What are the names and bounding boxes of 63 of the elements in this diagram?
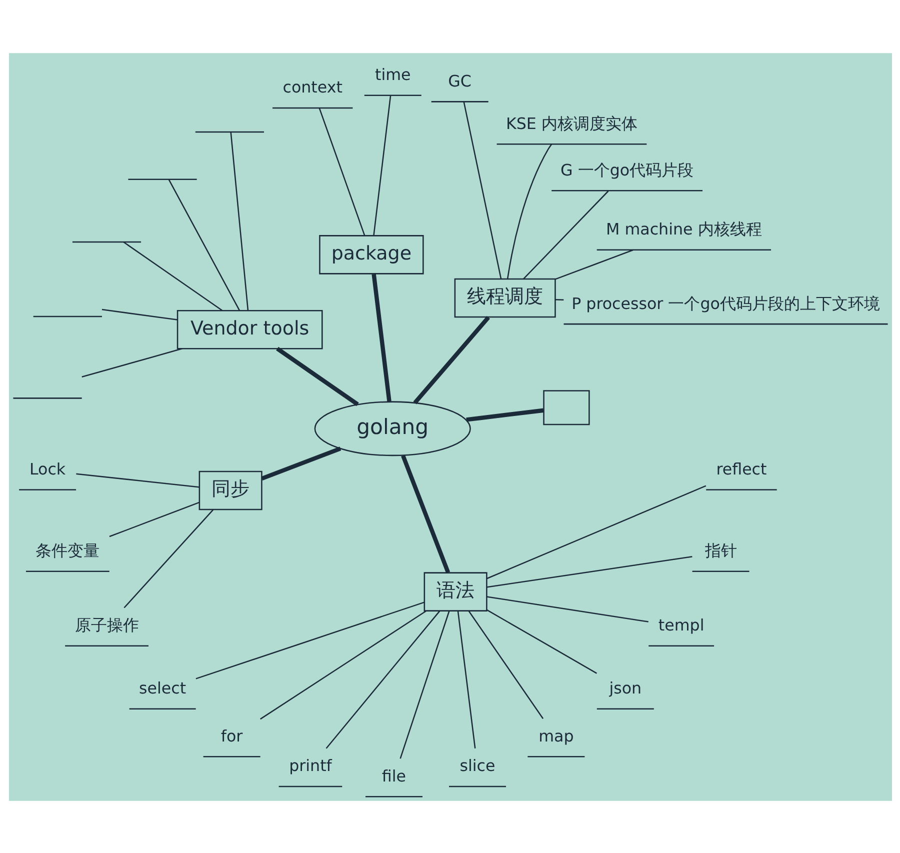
node-text: 指针 [704, 540, 736, 560]
connector [318, 108, 365, 236]
connector [522, 190, 608, 279]
node-line [72, 240, 141, 242]
connector [486, 556, 692, 588]
node-text: Lock [29, 458, 66, 478]
connector [101, 308, 177, 320]
connector [486, 484, 706, 579]
node-text: time [374, 64, 410, 84]
node-box: 同步 [198, 470, 262, 510]
connector [506, 143, 552, 279]
node-text: KSE 内核调度实体 [505, 113, 637, 132]
connector [486, 608, 597, 674]
connector [168, 178, 240, 310]
node-ellipse: golang [314, 400, 470, 456]
node-text: P processor 一个go代码片段的上下文环境 [571, 293, 880, 312]
node-line [128, 178, 196, 180]
connector [276, 346, 358, 406]
node-text: file [381, 766, 406, 785]
node-line [32, 315, 102, 317]
node-text: reflect [716, 458, 766, 478]
connector [123, 508, 214, 608]
connector [468, 610, 544, 718]
node-box: Vendor tools [176, 309, 322, 349]
node-text: 原子操作 [74, 615, 138, 634]
connector [554, 248, 633, 280]
connector [76, 472, 199, 488]
connector [412, 316, 490, 404]
connector [399, 610, 450, 758]
connector [371, 273, 391, 402]
node-text: G 一个go代码片段 [560, 160, 694, 179]
connector [400, 454, 450, 573]
node-text: 条件变量 [35, 540, 100, 560]
connector [122, 241, 222, 310]
node-text: M machine 内核线程 [606, 219, 762, 238]
node-text: json [608, 678, 642, 698]
node-box: 线程调度 [454, 278, 556, 318]
node-text: select [138, 678, 186, 698]
connector [554, 298, 564, 300]
node-box [542, 390, 590, 425]
node-text: GC [448, 70, 471, 90]
node-box: 语法 [423, 572, 487, 611]
connector [260, 610, 426, 720]
connector [486, 596, 648, 622]
node-text: for [220, 726, 242, 745]
node-line [194, 130, 264, 132]
node-text: map [538, 726, 574, 745]
connector [108, 501, 199, 537]
node-text: context [282, 77, 342, 96]
node-box: package [318, 234, 424, 274]
node-text: printf [288, 756, 332, 775]
node-text: slice [459, 756, 495, 775]
node-line [12, 397, 82, 398]
connector [325, 610, 440, 748]
connector [372, 95, 391, 236]
connector [456, 610, 476, 748]
connector [230, 132, 248, 310]
node-text: templ [658, 615, 704, 634]
connector [260, 446, 341, 480]
connector [462, 101, 502, 279]
connector [195, 601, 424, 679]
connector [81, 348, 182, 378]
connector [466, 408, 544, 422]
